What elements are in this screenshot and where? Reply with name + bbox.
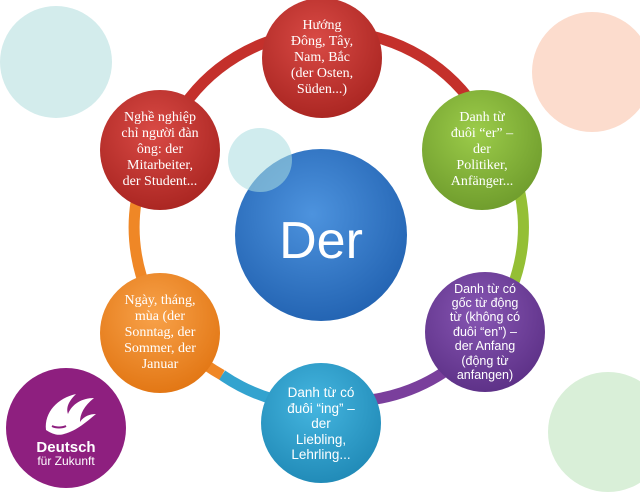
node-text-bottom: Danh từ có đuôi “ing” – der Liebling, Le… [287, 385, 355, 463]
node-circle-lower-right [425, 272, 545, 392]
node-circle-upper-right [422, 90, 542, 210]
node-label-lower-right: Danh từ có gốc từ động từ (không có đuôi… [432, 282, 538, 382]
center-label: Der [279, 212, 363, 270]
eagle-icon [45, 394, 96, 435]
node-label-upper-left: Nghề nghiệp chỉ người đàn ông: der Mitar… [104, 100, 216, 200]
decor-circle-mint [548, 372, 640, 492]
node-circle-bottom [261, 363, 381, 483]
logo-text: Deutsch für Zukunft [6, 440, 126, 468]
logo-main-text: Deutsch [36, 439, 96, 456]
node-label-lower-left: Ngày, tháng, mùa (der Sonntag, der Somme… [104, 283, 216, 383]
logo-badge [6, 368, 126, 488]
node-label-bottom: Danh từ có đuôi “ing” – der Liebling, Le… [266, 374, 376, 474]
node-text-upper-right: Danh từ đuôi “er” – der Politiker, Anfän… [450, 109, 514, 190]
logo-sub-text: für Zukunft [37, 454, 95, 468]
decor-circle-teal [0, 6, 112, 118]
node-circle-top [262, 0, 382, 118]
node-circle-lower-left [100, 273, 220, 393]
node-text-top: Hướng Đông, Tây, Nam, Bắc (der Osten, Sü… [290, 17, 354, 98]
node-circle-upper-left [100, 90, 220, 210]
node-label-top: Hướng Đông, Tây, Nam, Bắc (der Osten, Sü… [268, 8, 376, 108]
node-text-upper-left: Nghề nghiệp chỉ người đàn ông: der Mitar… [121, 109, 199, 190]
node-text-lower-right: Danh từ có gốc từ động từ (không có đuôi… [449, 281, 521, 382]
node-label-upper-right: Danh từ đuôi “er” – der Politiker, Anfän… [428, 100, 536, 200]
decor-overlay-circle [228, 128, 292, 192]
center-node [235, 149, 407, 321]
decor-circle-peach [532, 12, 640, 132]
node-text-lower-left: Ngày, tháng, mùa (der Sonntag, der Somme… [124, 292, 196, 373]
